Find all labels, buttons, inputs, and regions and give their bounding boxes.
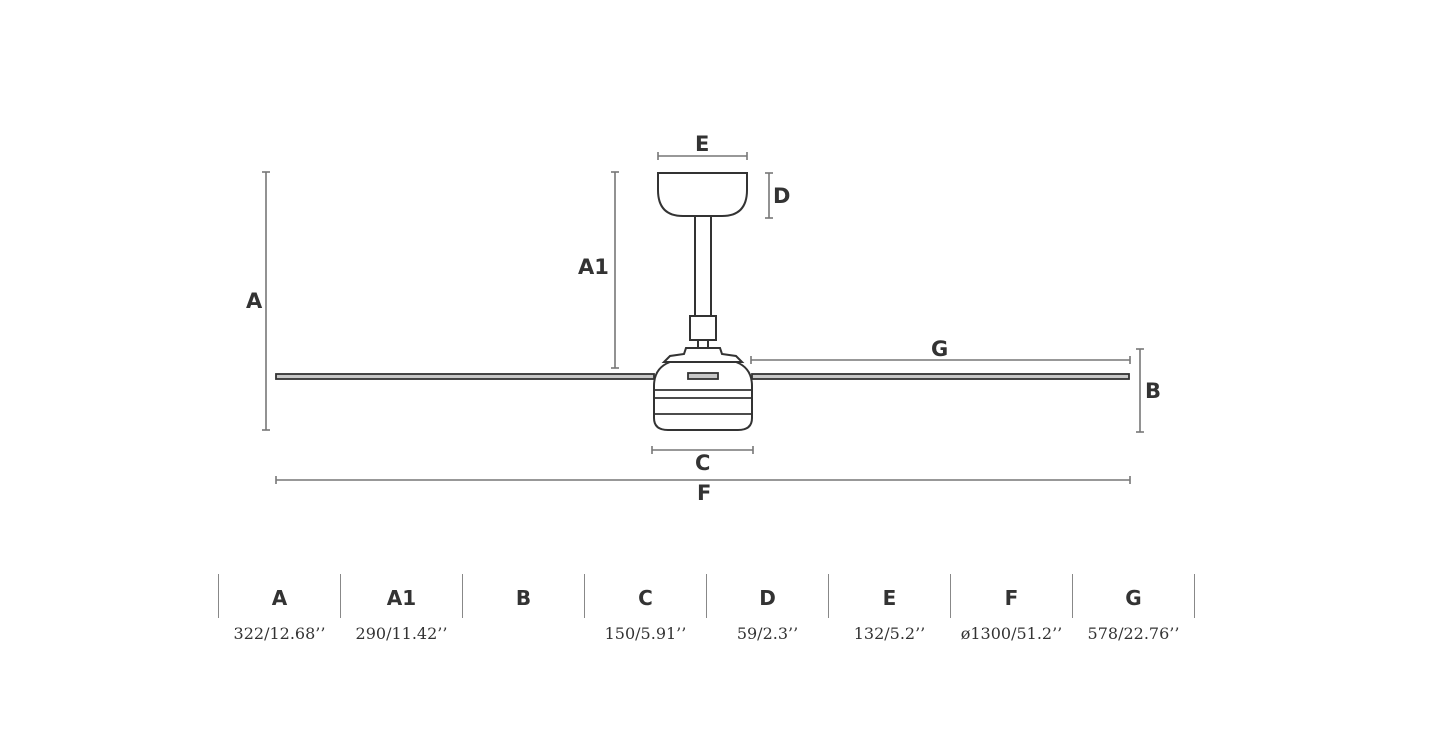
column-header: C	[638, 586, 653, 610]
column-header: A	[271, 586, 288, 610]
column-header: A1	[386, 586, 417, 610]
dimension-b: B	[1136, 348, 1161, 433]
column-header: F	[1004, 586, 1019, 610]
motor-cap	[661, 347, 745, 363]
table-column-d: D 59/2.3’’	[707, 574, 828, 654]
table-column-g: G 578/22.76’’	[1073, 574, 1194, 654]
column-value: 132/5.2’’	[853, 624, 926, 643]
coupler	[689, 315, 717, 341]
label-e: E	[695, 132, 709, 156]
table-column-b: B	[463, 574, 584, 654]
dimension-a1: A1	[578, 171, 619, 369]
table-separator	[584, 574, 585, 618]
dimension-c: C	[651, 446, 754, 475]
column-header: G	[1125, 586, 1142, 610]
table-separator	[706, 574, 707, 618]
coupler-neck	[697, 339, 709, 349]
label-a: A	[246, 289, 263, 313]
column-value: 59/2.3’’	[736, 624, 799, 643]
label-a1: A1	[578, 255, 609, 279]
label-c: C	[695, 451, 710, 475]
blade-hub-slot	[687, 372, 719, 380]
column-value: 578/22.76’’	[1087, 624, 1180, 643]
label-f: F	[697, 481, 711, 505]
column-value: 290/11.42’’	[355, 624, 448, 643]
table-separator	[1072, 574, 1073, 618]
column-header: D	[759, 586, 776, 610]
table-column-a1: A1 290/11.42’’	[341, 574, 462, 654]
column-value: ø1300/51.2’’	[960, 624, 1063, 643]
column-header: E	[882, 586, 897, 610]
downrod	[694, 215, 712, 317]
blade-right	[751, 373, 1130, 380]
dimension-table: A 322/12.68’’ A1 290/11.42’’ B C 150/5.9…	[218, 574, 1195, 654]
table-separator	[218, 574, 219, 618]
table-separator	[950, 574, 951, 618]
table-separator	[828, 574, 829, 618]
canopy	[657, 172, 748, 217]
column-header: B	[515, 586, 532, 610]
dimension-a: A	[246, 171, 270, 431]
table-column-c: C 150/5.91’’	[585, 574, 706, 654]
table-separator	[462, 574, 463, 618]
dimension-g: G	[750, 337, 1131, 364]
table-separator	[1194, 574, 1195, 618]
dimension-e: E	[657, 132, 748, 160]
label-b: B	[1145, 379, 1161, 403]
dimension-d: D	[765, 172, 790, 219]
table-column-e: E 132/5.2’’	[829, 574, 950, 654]
table-column-a: A 322/12.68’’	[219, 574, 340, 654]
table-column-f: F ø1300/51.2’’	[951, 574, 1072, 654]
label-g: G	[931, 337, 948, 361]
label-d: D	[773, 184, 790, 208]
table-separator	[340, 574, 341, 618]
column-value: 322/12.68’’	[233, 624, 326, 643]
column-value: 150/5.91’’	[604, 624, 687, 643]
dimension-f: F	[275, 476, 1131, 505]
blade-left	[275, 373, 655, 380]
